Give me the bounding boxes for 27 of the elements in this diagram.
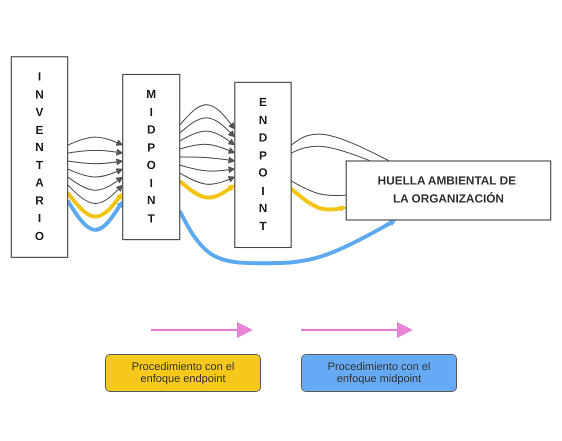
node-box: M I D P O I N T [122, 74, 180, 240]
arrow [180, 164, 236, 174]
legend-text: Procedimiento con el enfoque midpoint [328, 361, 430, 385]
connector [290, 180, 346, 196]
arrow [66, 192, 124, 219]
arrow [66, 200, 124, 232]
arrow [290, 187, 347, 212]
arrow [68, 148, 124, 156]
arrow [67, 184, 124, 204]
connector [290, 146, 371, 162]
arrow [178, 180, 236, 200]
node-box: E N D P O I N T [234, 82, 292, 248]
connector [290, 134, 390, 162]
arrow [180, 144, 236, 154]
arrow [67, 136, 124, 146]
arrow [179, 104, 236, 130]
arrow [178, 210, 396, 266]
arrow [68, 158, 124, 166]
arrow [67, 168, 124, 178]
node-box: HUELLA AMBIENTAL DE LA ORGANIZACIÓN [346, 160, 552, 221]
arrow [179, 172, 236, 185]
arrow [180, 130, 236, 146]
legend-text: Procedimiento con el enfoque endpoint [132, 361, 234, 385]
arrow [67, 176, 124, 191]
arrow [180, 156, 236, 164]
arrow [179, 117, 236, 138]
node-box: I N V E N T A R I O [10, 56, 68, 258]
